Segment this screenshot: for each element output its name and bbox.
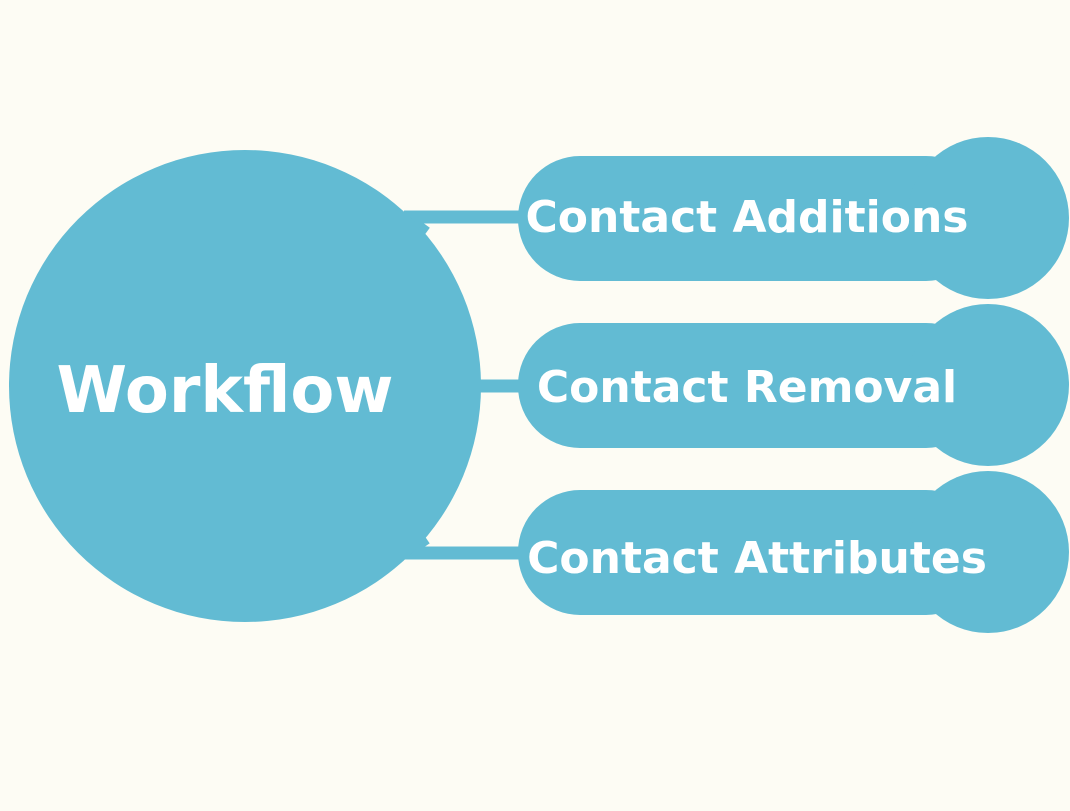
branch-cap-circle [907,471,1069,633]
branch-pill [518,323,988,448]
branch-pill [518,490,988,615]
branch-label: Contact Removal [537,362,957,413]
branch-pill [518,156,988,281]
branch-node-contact-additions: Contact Additions [518,137,1069,299]
branch-label: Contact Attributes [527,533,987,584]
center-node [9,150,481,622]
center-node-label: Workflow [57,354,394,428]
branch-cap-circle [907,304,1069,466]
branch-node-contact-removal: Contact Removal [518,304,1069,466]
branch-node-contact-attributes: Contact Attributes [518,471,1069,633]
branch-label: Contact Additions [526,192,969,243]
branch-cap-circle [907,137,1069,299]
